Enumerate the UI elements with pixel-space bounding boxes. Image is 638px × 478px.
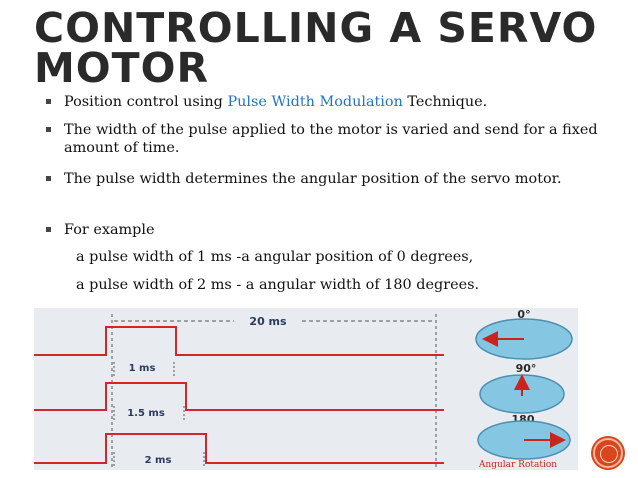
bullet-item: Position control using Pulse Width Modul…	[46, 93, 606, 111]
bullet-text: For example	[64, 222, 155, 238]
angular-rotation-caption: Angular Rotation	[478, 460, 557, 470]
bullet-item: For example	[46, 221, 606, 239]
bullet-text: Technique.	[402, 94, 488, 110]
bullet-square-icon	[46, 127, 51, 132]
circle-nav-icon[interactable]	[593, 438, 623, 468]
example-line: a pulse width of 1 ms -a angular positio…	[76, 249, 474, 265]
period-label: 20 ms	[249, 315, 287, 328]
pulse-label-1ms: 1 ms	[129, 363, 156, 374]
pulse-trace-1ms	[34, 326, 444, 356]
pwm-diagram-svg: 20 ms 1 ms 1.5 ms 2 ms 0° 90° 180 Angula…	[34, 308, 573, 470]
pulse-label-1-5ms: 1.5 ms	[127, 408, 165, 419]
bullet-square-icon	[46, 99, 51, 104]
bullet-item: The width of the pulse applied to the mo…	[46, 121, 606, 157]
bullet-square-icon	[46, 176, 51, 181]
pwm-link[interactable]: Pulse Width Modulation	[227, 94, 403, 110]
pulse-trace-1-5ms	[34, 382, 444, 411]
bullet-text: The pulse width determines the angular p…	[64, 171, 562, 187]
angle-label-0: 0°	[517, 308, 530, 321]
bullet-text: Position control using	[64, 94, 228, 110]
bullet-text: The width of the pulse applied to the mo…	[64, 122, 598, 156]
pulse-trace-2ms	[34, 433, 444, 464]
bullet-item: The pulse width determines the angular p…	[46, 170, 606, 188]
title-line-1: CONTROLLING A SERVO	[34, 4, 598, 52]
slide-title: CONTROLLING A SERVO MOTOR	[34, 4, 598, 92]
title-line-2: MOTOR	[34, 44, 210, 92]
example-line: a pulse width of 2 ms - a angular width …	[76, 277, 480, 293]
pulse-label-2ms: 2 ms	[145, 455, 172, 466]
angle-label-90: 90°	[516, 362, 537, 375]
pwm-diagram: 20 ms 1 ms 1.5 ms 2 ms 0° 90° 180 Angula…	[34, 308, 578, 470]
bullet-square-icon	[46, 227, 51, 232]
